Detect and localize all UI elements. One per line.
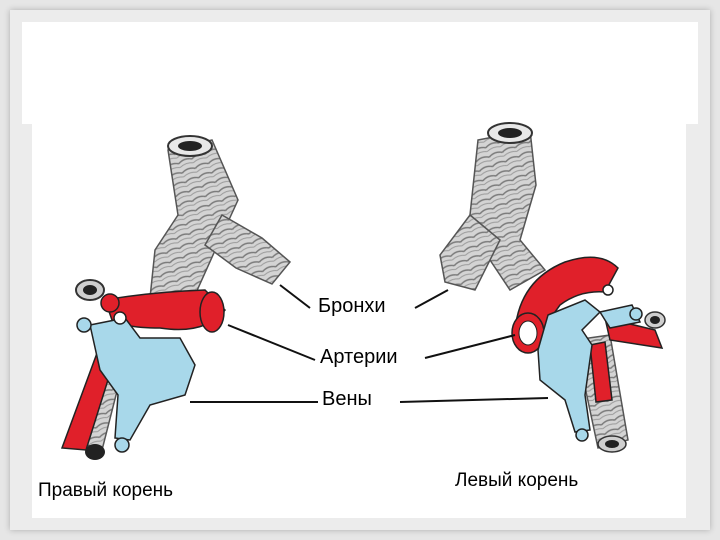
label-veins: Вены xyxy=(322,388,372,410)
left-veins xyxy=(537,284,643,442)
left-root xyxy=(439,122,666,453)
right-lower-bronchus-branch xyxy=(204,213,292,285)
caption-right-root: Правый корень xyxy=(38,480,174,501)
left-artery-descending xyxy=(589,341,613,403)
arteries-leader-right xyxy=(227,324,316,361)
right-pulmonary-vein xyxy=(89,317,196,441)
bronchi-leader-right xyxy=(279,284,311,309)
left-upper-bronchus-branch xyxy=(439,213,501,291)
leader-lines xyxy=(190,284,549,403)
title-area xyxy=(22,22,698,124)
veins-leader-left xyxy=(399,397,549,403)
left-vein-branch xyxy=(598,304,642,329)
left-pulmonary-vein xyxy=(537,299,602,433)
caption-left-root: Левый корень xyxy=(455,470,579,491)
label-bronchi: Бронхи xyxy=(318,295,386,317)
label-arteries: Артерии xyxy=(320,346,398,368)
arteries-leader-left xyxy=(424,334,516,359)
bronchi-leader-left xyxy=(414,289,449,309)
right-root xyxy=(60,135,292,460)
right-veins xyxy=(76,311,196,453)
